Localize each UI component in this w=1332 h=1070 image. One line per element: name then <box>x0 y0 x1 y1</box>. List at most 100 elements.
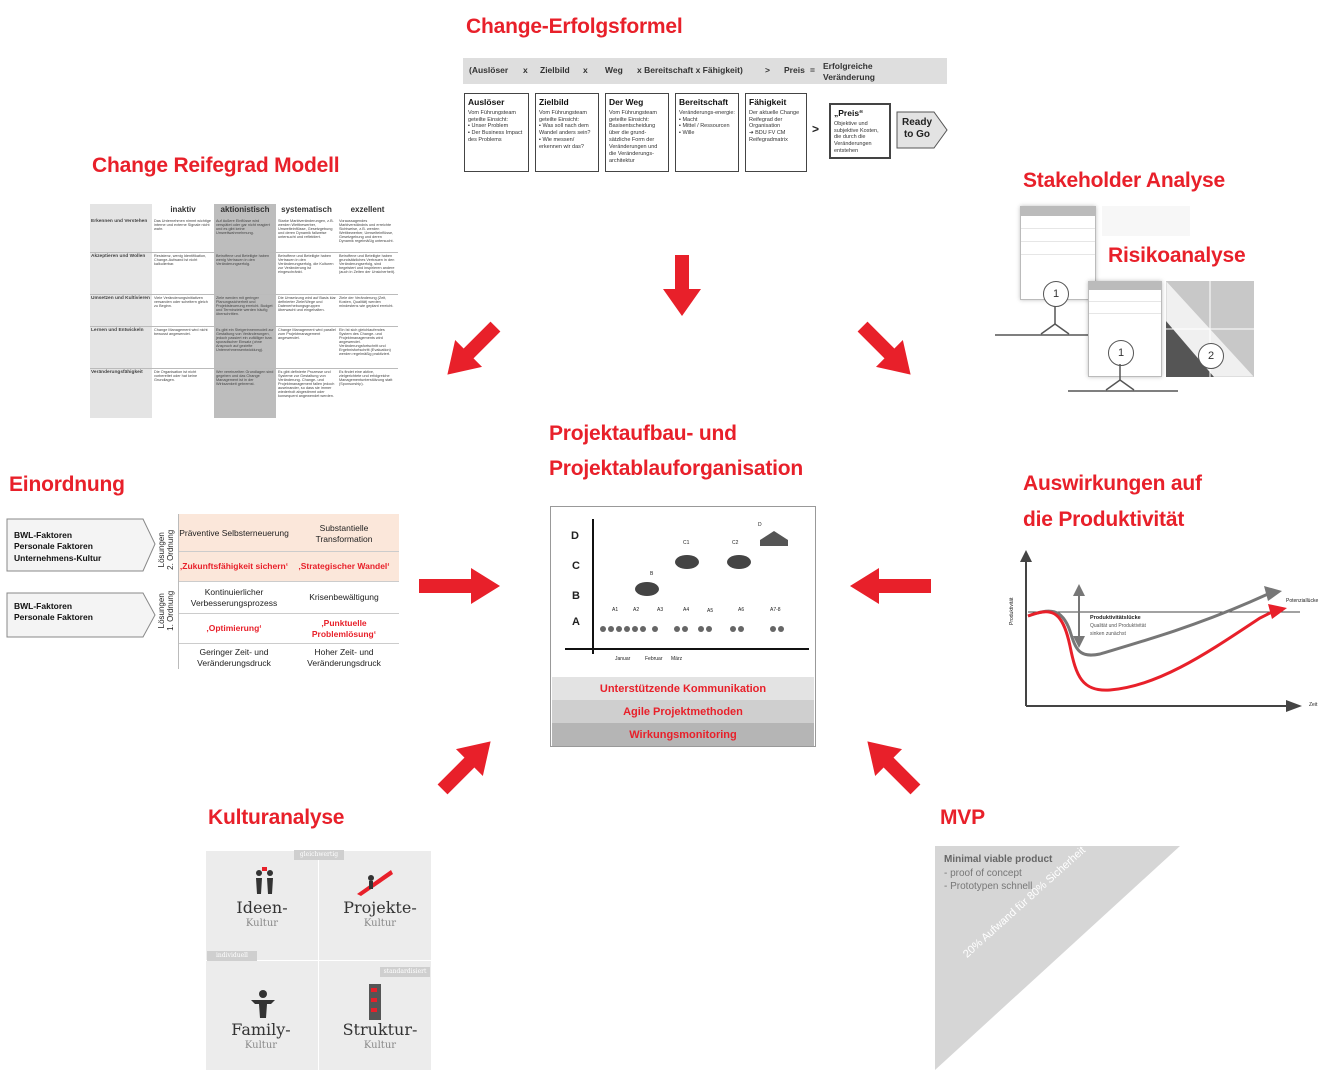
formula-zielbild: Zielbild <box>540 65 570 75</box>
ideas-people-icon <box>256 867 273 894</box>
einordnung-order-2-label: Lösungen 2. Ordnung <box>157 529 176 571</box>
maturity-col-header: exzellent <box>350 205 385 214</box>
box-head: Fähigkeit <box>749 97 787 107</box>
arrow-down-icon <box>663 255 701 316</box>
maturity-cell: Ziele der Veränderung (Zeit, Kosten, Qua… <box>339 296 394 308</box>
einordnung-cell-hoch: Hoher Zeit- und Veränderungsdruck <box>307 646 381 668</box>
maturity-cell: Change Management wird parallel zum Proj… <box>278 328 336 340</box>
arrow-diag-up-left-icon <box>867 741 921 795</box>
formula-rest: x Bereitschaft x Fähigkeit) <box>637 65 743 75</box>
einordnung-factors-1: BWL-Faktoren Personale Faktoren Unterneh… <box>14 530 102 563</box>
culture-title: Kulturanalyse <box>208 806 345 829</box>
maturity-cell: Betroffene und Beteiligte haben Vertraue… <box>278 254 334 274</box>
box-head: Bereitschaft <box>679 97 729 107</box>
formula-box-preis: „Preis“Objektive und subjektive Kosten, … <box>829 103 891 159</box>
chart-y-label: C <box>572 560 580 572</box>
box-head: Zielbild <box>539 97 569 107</box>
chart-a-label: A4 <box>683 607 690 613</box>
maturity-cell: Auf äußere Einflüsse wird verspätet oder… <box>216 219 270 235</box>
arrow-right-icon <box>419 568 500 604</box>
ready-to-go-label: Ready to Go <box>901 117 932 140</box>
maturity-cell: Die Umsetzung wird auf Basis klar defini… <box>278 296 336 312</box>
chart-point-label: D <box>758 522 762 528</box>
formula-weg: Weg <box>605 65 623 75</box>
maturity-row: Veränderungsfähigkeit Die Organisation i… <box>90 368 398 418</box>
maturity-row-label: Umsetzen und Kultivieren <box>91 296 150 301</box>
risk-title: Risikoanalyse <box>1108 244 1246 267</box>
mvp-line-2: - Prototypen schnell <box>944 881 1033 892</box>
productivity-x-axis-label: Zeit <box>1309 702 1318 708</box>
productivity-gap-label: Potenziallücke <box>1286 598 1319 604</box>
risk-easel-icon <box>1068 364 1178 392</box>
culture-struktur-sub: Kultur <box>363 1040 397 1051</box>
einordnung-cell-punktuell: ‚Punktuelle Problemlösung‘ <box>289 614 399 644</box>
culture-ideen-sub: Kultur <box>245 918 279 929</box>
risk-marker-1: 1 <box>1108 340 1134 366</box>
einordnung-cell-substantiell: Substantielle Transformation <box>289 516 399 552</box>
culture-ideen: Ideen- <box>236 898 288 917</box>
einordnung-vertical-column <box>157 514 179 669</box>
einordnung-cell-praeventiv: Präventive Selbsterneuerung <box>179 516 289 552</box>
culture-tag-right: standardisiert <box>380 967 430 977</box>
chart-point-label: C1 <box>683 540 690 546</box>
arrow-diag-up-right-icon <box>437 741 491 795</box>
einordnung-cell-strategisch: ‚Strategischer Wandel‘ <box>289 552 399 582</box>
formula-box-gt: > <box>812 122 820 136</box>
maturity-row-label: Lernen und Entwickeln <box>91 328 144 333</box>
stakeholder-marker-1: 1 <box>1043 281 1069 307</box>
box-text: Vom Führungsteam geteilte Einsicht: <box>468 109 516 123</box>
productivity-title-line2: die Produktivität <box>1023 508 1185 531</box>
formula-bar: (Auslöser x Zielbild x Weg x Bereitschaf… <box>463 58 947 84</box>
einordnung-order-1-label: Lösungen 1. Ordnung <box>157 590 176 632</box>
arrow-diag-down-left-icon <box>857 321 911 375</box>
box-text: Objektive und subjektive Kosten, die dur… <box>834 120 879 155</box>
culture-projekte: Projekte- <box>343 898 417 917</box>
formula-title: Change-Erfolgsformel <box>466 15 683 38</box>
maturity-cell: Ein Ist sich gleichlaufendes System des … <box>339 328 391 356</box>
band-monitoring: Wirkungsmonitoring <box>552 723 814 746</box>
project-climb-icon <box>357 870 393 896</box>
maturity-row: Lernen und Entwickeln Change Management … <box>90 326 398 369</box>
maturity-row: Erkennen und Verstehen Das Unternehmen n… <box>90 217 398 253</box>
maturity-col-header: inaktiv <box>170 205 196 214</box>
box-text: Der aktuelle Change Reifegrad der Organi… <box>749 109 800 130</box>
structure-blocks-icon <box>369 984 381 1020</box>
chart-a-label: A2 <box>633 607 640 613</box>
culture-struktur: Struktur- <box>342 1020 418 1039</box>
maturity-cell: Betroffene und Beteiligte haben wenig Ve… <box>216 254 270 266</box>
productivity-dip-text-2: sinken zunächst <box>1090 631 1126 637</box>
formula-eq: = <box>810 65 815 75</box>
box-text: Veränderungs-energie: <box>679 109 735 116</box>
einordnung-cell-krise: Krisenbewältigung <box>289 582 399 614</box>
maturity-cell: Es gibt ein Steigerinnenmodell zur Gesta… <box>216 328 274 352</box>
maturity-row-label: Erkennen und Verstehen <box>91 219 148 224</box>
stakeholder-title: Stakeholder Analyse <box>1023 169 1226 192</box>
chart-point-label: B <box>650 571 654 577</box>
maturity-cell: Wer vereinzelten Grundlagen sind gegeben… <box>216 370 274 386</box>
ready-to-go-arrow <box>896 111 948 149</box>
mvp-line-1: - proof of concept <box>944 868 1022 879</box>
formula-preis: Preis <box>784 65 805 75</box>
maturity-title: Change Reifegrad Modell <box>92 154 340 177</box>
band-communication: Unterstützende Kommunikation <box>552 677 814 700</box>
maturity-col-header: systematisch <box>281 205 332 214</box>
productivity-chart <box>1020 550 1302 712</box>
maturity-label-column <box>90 204 152 418</box>
einordnung-cell-gering: Geringer Zeit- und Veränderungsdruck <box>197 646 271 668</box>
chart-y-label: B <box>572 590 580 602</box>
culture-family-sub: Kultur <box>244 1040 278 1051</box>
productivity-dip-text-1: Qualität und Produktivität <box>1090 623 1146 629</box>
productivity-dip-head: Produktivitätslücke <box>1090 615 1141 621</box>
culture-tag-left: individuell <box>207 951 257 961</box>
culture-divider-h <box>206 960 431 961</box>
einordnung-order-2: Lösungen 2. Ordnung <box>157 519 178 581</box>
culture-family: Family- <box>231 1020 291 1039</box>
chart-a-label: A5 <box>707 608 714 614</box>
maturity-table: inaktiv aktionistisch systematisch exzel… <box>90 204 398 418</box>
mvp-head: Minimal viable product <box>944 854 1053 865</box>
chart-a-label: A7-8 <box>770 607 781 613</box>
